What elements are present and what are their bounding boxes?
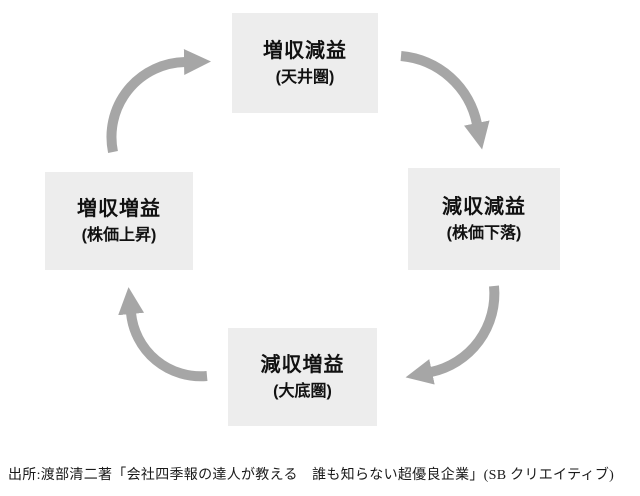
source-caption: 出所:渡部清二著「会社四季報の達人が教える 誰も知らない超優良企業」(SB クリ… [8,468,615,483]
arrow-bottom-to-left-icon [118,287,208,382]
node-subtitle: (株価上昇) [81,226,157,244]
arrow-left-to-top-icon [106,49,211,153]
cycle-node-top: 増収減益 (天井圏) [232,13,378,113]
node-title: 増収増益 [77,197,161,220]
cycle-node-right: 減収減益 (株価下落) [408,168,560,270]
node-subtitle: (株価下落) [446,224,522,242]
node-subtitle: (天井圏) [275,68,335,86]
cycle-node-left: 増収増益 (株価上昇) [45,172,193,270]
cycle-node-bottom: 減収増益 (大底圏) [228,328,377,426]
node-subtitle: (大底圏) [273,382,332,400]
node-title: 減収増益 [260,353,345,376]
arrow-top-to-right-icon [400,51,490,150]
arrow-right-to-bottom-icon [405,285,500,385]
node-title: 減収減益 [442,195,526,218]
node-title: 増収減益 [263,39,347,62]
